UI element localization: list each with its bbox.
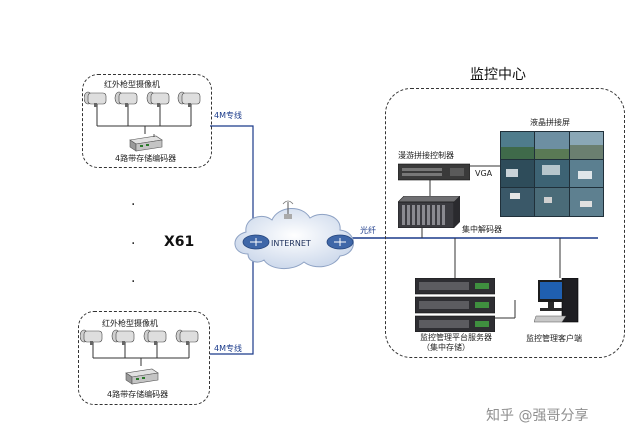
group-multiplier: X61 xyxy=(164,234,195,250)
camera-icon xyxy=(143,329,167,345)
wall-panel xyxy=(535,132,569,159)
server-stack xyxy=(415,278,495,332)
video-wall xyxy=(500,131,604,217)
client-workstation xyxy=(534,278,579,323)
wall-panel xyxy=(570,132,603,159)
client-label: 监控管理客户端 xyxy=(526,334,582,343)
top-link-label: 4M专线 xyxy=(214,111,242,120)
server-sublabel: （集中存储） xyxy=(422,343,470,352)
ellipsis-dot: . xyxy=(131,232,136,248)
wall-panel xyxy=(501,188,534,216)
fiber-label: 光纤 xyxy=(360,226,376,235)
wall-panel xyxy=(570,160,603,187)
bottom-encoder-icon xyxy=(125,368,159,385)
bottom-camera-group xyxy=(78,311,210,405)
vga-label: VGA xyxy=(475,169,493,178)
wall-panel xyxy=(570,188,603,216)
camera-icon xyxy=(111,329,135,345)
monitor-center-title: 监控中心 xyxy=(470,67,526,83)
antenna-icon xyxy=(282,200,294,219)
controller-label: 漫游拼接控制器 xyxy=(398,151,454,160)
top-camera-row xyxy=(84,91,201,107)
wall-panel xyxy=(501,132,534,159)
camera-icon xyxy=(84,91,107,107)
top-dedicated-line xyxy=(210,125,254,232)
ellipsis-dot: . xyxy=(131,270,136,286)
router-icon xyxy=(326,234,354,250)
wall-panel xyxy=(535,160,569,187)
monitor-center-group xyxy=(385,88,625,358)
video-wall-label: 液晶拼接屏 xyxy=(530,118,570,127)
camera-icon xyxy=(80,329,103,345)
decoder-label: 集中解码器 xyxy=(462,225,502,234)
top-camera-group xyxy=(82,74,212,168)
bottom-encoder-label: 4路带存储编码器 xyxy=(107,390,169,399)
top-cameras-label: 红外枪型摄像机 xyxy=(104,80,160,89)
bottom-camera-row xyxy=(80,329,199,345)
top-camera-wiring xyxy=(96,104,192,134)
camera-icon xyxy=(175,329,199,345)
bottom-link-label: 4M专线 xyxy=(214,344,242,353)
bottom-dedicated-line xyxy=(210,258,254,355)
ellipsis-dot: . xyxy=(131,193,136,209)
camera-icon xyxy=(177,91,201,107)
bottom-cameras-label: 红外枪型摄像机 xyxy=(102,319,158,328)
watermark: 知乎 @强哥分享 xyxy=(486,408,589,424)
server-label: 监控管理平台服务器 xyxy=(420,333,492,342)
internet-label: INTERNET xyxy=(271,239,311,248)
top-encoder-icon xyxy=(129,134,163,152)
decoder-device xyxy=(398,196,460,228)
camera-icon xyxy=(146,91,170,107)
wall-panel xyxy=(501,160,534,187)
wall-panel xyxy=(535,188,569,216)
internet-cloud xyxy=(234,200,354,269)
router-icon xyxy=(242,234,270,250)
top-encoder-label: 4路带存储编码器 xyxy=(115,154,177,163)
splicing-controller xyxy=(398,163,470,181)
camera-icon xyxy=(114,91,138,107)
